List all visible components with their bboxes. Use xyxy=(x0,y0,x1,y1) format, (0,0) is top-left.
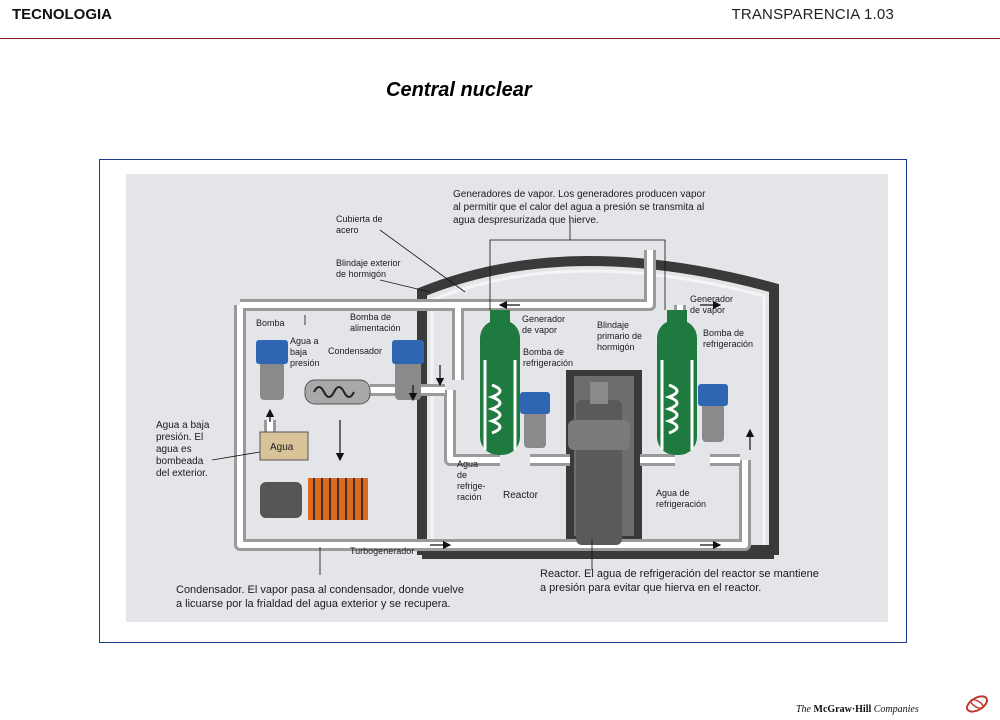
steam-generator-left xyxy=(480,310,520,455)
svg-text:a licuarse por la frialdad del: a licuarse por la frialdad del agua exte… xyxy=(176,598,451,610)
water-tank-label: Agua xyxy=(270,442,294,453)
turbogenerador-label: Turbogenerador xyxy=(350,546,414,556)
svg-text:de vapor: de vapor xyxy=(690,305,725,315)
flow-arrows xyxy=(265,300,755,550)
generadores-caption: Generadores de vapor. Los generadores pr… xyxy=(453,189,706,226)
svg-text:Condensador. El vapor pasa al: Condensador. El vapor pasa al condensado… xyxy=(176,584,464,596)
bomba-label: Bomba xyxy=(256,318,285,328)
svg-text:baja: baja xyxy=(290,347,307,357)
diagram-frame: Agua xyxy=(99,159,907,643)
svg-text:Agua: Agua xyxy=(457,459,478,469)
svg-text:refrigeración: refrigeración xyxy=(703,339,753,349)
svg-text:agua es: agua es xyxy=(156,444,192,455)
agua-refrigeracion-right-label: Agua de refrigeración xyxy=(656,488,706,509)
svg-text:Agua a: Agua a xyxy=(290,336,319,346)
svg-text:ración: ración xyxy=(457,492,482,502)
blindaje-primario-label: Blindaje primario de hormigón xyxy=(597,320,642,352)
slide-number-heading: TRANSPARENCIA 1.03 xyxy=(731,6,894,23)
water-tank xyxy=(259,431,309,461)
svg-text:Agua a baja: Agua a baja xyxy=(156,420,210,431)
svg-text:Generadores de vapor. Los gene: Generadores de vapor. Los generadores pr… xyxy=(453,189,706,200)
reactor-vessel xyxy=(568,382,630,545)
svg-text:a presión para evitar que hier: a presión para evitar que hierva en el r… xyxy=(540,582,761,594)
svg-text:de hormigón: de hormigón xyxy=(336,269,386,279)
svg-text:de vapor: de vapor xyxy=(522,325,557,335)
svg-text:Cubierta de: Cubierta de xyxy=(336,214,383,224)
subject-heading: TECNOLOGIA xyxy=(12,6,112,23)
bomba-refrigeracion-left-label: Bomba de refrigeración xyxy=(523,347,573,368)
svg-text:primario de: primario de xyxy=(597,331,642,341)
turbogenerator xyxy=(260,478,368,520)
page-title: Central nuclear xyxy=(386,79,532,101)
svg-text:hormigón: hormigón xyxy=(597,342,635,352)
blindaje-exterior-label: Blindaje exterior de hormigón xyxy=(336,258,401,279)
agua-baja-presion-long-label: Agua a baja presión. El agua es bombeada… xyxy=(156,420,210,479)
generador-vapor-left-label: Generador de vapor xyxy=(522,314,565,335)
svg-text:refrige-: refrige- xyxy=(457,481,486,491)
nuclear-plant-diagram: Agua xyxy=(126,174,888,622)
feed-pump xyxy=(392,340,424,400)
svg-text:Reactor. El agua de refrigerac: Reactor. El agua de refrigeración del re… xyxy=(540,568,819,580)
reactor-caption: Reactor. El agua de refrigeración del re… xyxy=(540,568,819,594)
svg-text:refrigeración: refrigeración xyxy=(523,358,573,368)
cubierta-label: Cubierta de acero xyxy=(336,214,383,235)
svg-text:bombeada: bombeada xyxy=(156,456,204,467)
condenser xyxy=(304,379,371,405)
svg-text:Blindaje exterior: Blindaje exterior xyxy=(336,258,401,268)
svg-text:Generador: Generador xyxy=(690,294,733,304)
publisher-logo-text: The McGraw·Hill Companies xyxy=(796,704,919,715)
svg-text:presión. El: presión. El xyxy=(156,432,203,443)
outer-pump xyxy=(256,340,288,400)
svg-text:Bomba de: Bomba de xyxy=(523,347,564,357)
svg-text:Blindaje: Blindaje xyxy=(597,320,629,330)
svg-text:refrigeración: refrigeración xyxy=(656,499,706,509)
svg-text:Bomba de: Bomba de xyxy=(703,328,744,338)
svg-text:agua despresurizada que hierve: agua despresurizada que hierve. xyxy=(453,215,599,226)
svg-text:acero: acero xyxy=(336,225,359,235)
svg-text:del exterior.: del exterior. xyxy=(156,468,208,479)
cooling-pump-right xyxy=(698,384,728,442)
bomba-refrigeracion-right-label: Bomba de refrigeración xyxy=(703,328,753,349)
svg-text:Bomba de: Bomba de xyxy=(350,312,391,322)
reactor-label: Reactor xyxy=(503,490,539,501)
condensador-caption: Condensador. El vapor pasa al condensado… xyxy=(176,584,464,610)
svg-text:alimentación: alimentación xyxy=(350,323,401,333)
svg-text:Generador: Generador xyxy=(522,314,565,324)
agua-refrigeracion-left-label: Agua de refrige- ración xyxy=(457,459,486,502)
svg-text:al permitir que el calor del a: al permitir que el calor del agua a pres… xyxy=(453,202,704,213)
agua-baja-presion-short-label: Agua a baja presión xyxy=(290,336,320,368)
generador-vapor-right-label: Generador de vapor xyxy=(690,294,733,315)
header-divider xyxy=(0,38,1000,39)
svg-text:de: de xyxy=(457,470,467,480)
leader-lines xyxy=(211,220,666,575)
cooling-pump-left xyxy=(520,392,550,448)
steam-generator-right xyxy=(657,310,697,455)
publisher-logo-icon xyxy=(966,695,988,713)
bomba-alimentacion-label: Bomba de alimentación xyxy=(350,312,401,333)
svg-text:Agua de: Agua de xyxy=(656,488,690,498)
condensador-label: Condensador xyxy=(328,346,382,356)
svg-text:presión: presión xyxy=(290,358,320,368)
